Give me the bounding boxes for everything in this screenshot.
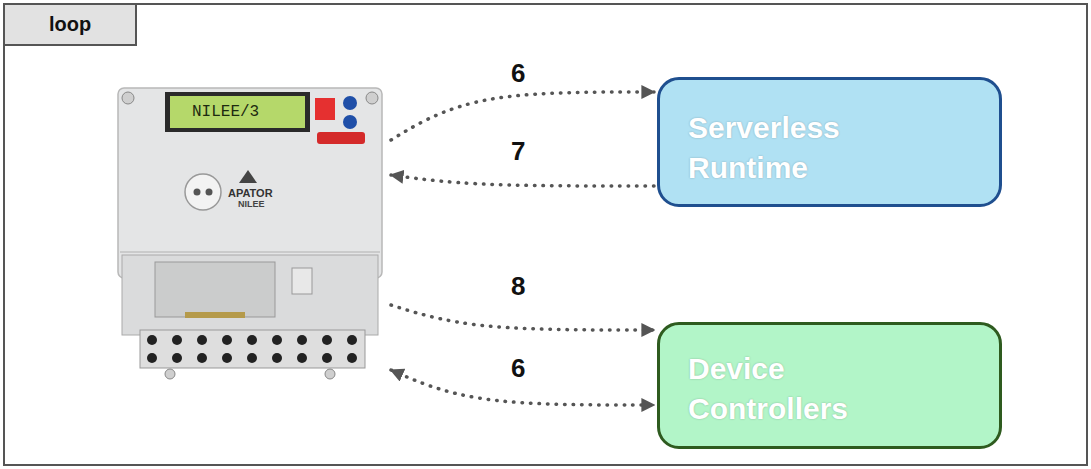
brand-text: APATOR bbox=[228, 187, 273, 199]
callout-number: 6 bbox=[508, 58, 528, 88]
loop-frame: NILEE/3APATORNILEE Serverless RuntimeDevi… bbox=[3, 3, 1088, 466]
box-label: Serverless Runtime bbox=[688, 108, 903, 188]
dotted-connector bbox=[391, 175, 654, 186]
meter-device: NILEE/3APATORNILEE bbox=[114, 87, 389, 382]
dotted-connector bbox=[391, 305, 654, 330]
lcd-text: NILEE/3 bbox=[192, 104, 259, 122]
callout-number: 7 bbox=[508, 136, 528, 166]
box-label: Device Controllers bbox=[688, 349, 903, 429]
frame-tab: loop bbox=[5, 5, 137, 46]
process-box: Serverless Runtime bbox=[657, 77, 1002, 207]
model-text: NILEE bbox=[238, 200, 265, 210]
process-box: Device Controllers bbox=[657, 322, 1002, 449]
meter-illustration bbox=[112, 85, 387, 380]
dotted-connector bbox=[391, 92, 654, 140]
callout-number: 8 bbox=[508, 271, 528, 301]
callout-number: 6 bbox=[508, 353, 528, 383]
